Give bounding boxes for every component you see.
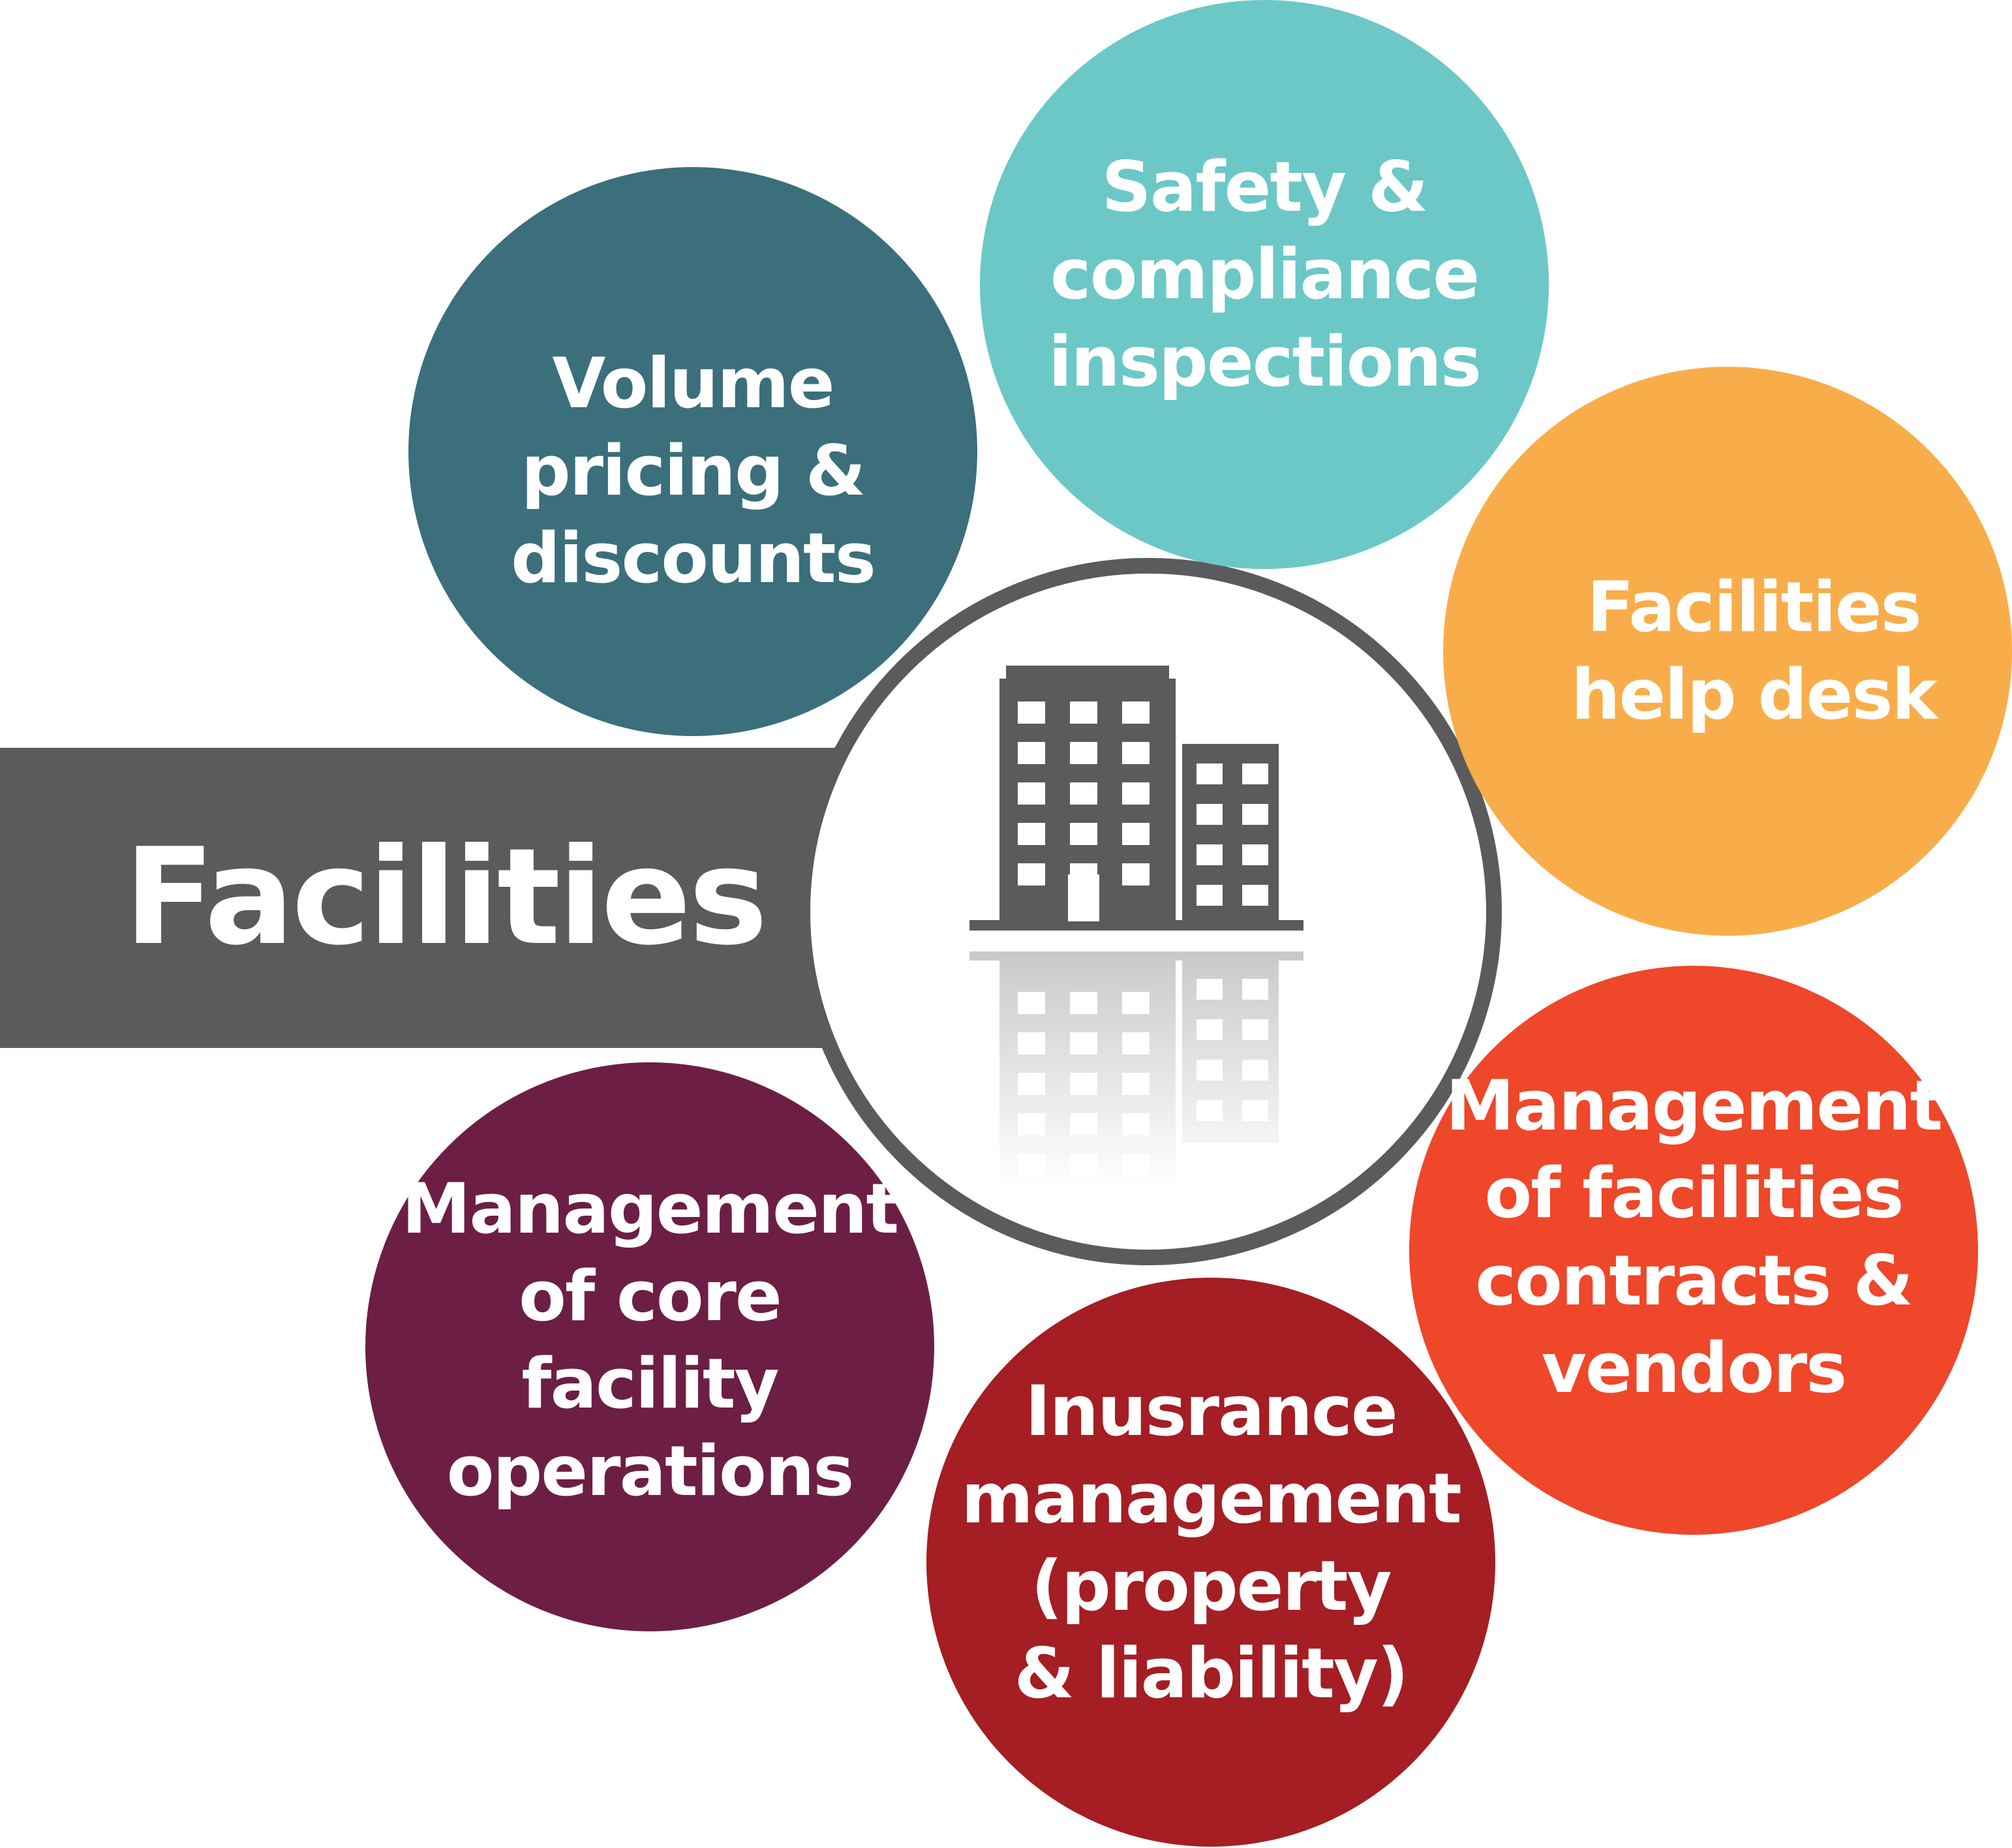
bubble-label: Safety & compliance inspections bbox=[1048, 147, 1482, 402]
bubble-insurance-management: Inusrance management (property & liabili… bbox=[926, 1278, 1495, 1847]
bubble-contracts-vendors: Management of facilities contracts & ven… bbox=[1409, 966, 1978, 1535]
bubble-safety-compliance: Safety & compliance inspections bbox=[980, 0, 1549, 569]
building-windows bbox=[1018, 701, 1268, 921]
bubble-label: Inusrance management (property & liabili… bbox=[961, 1371, 1461, 1714]
bubble-label: Facilities help desk bbox=[1571, 567, 1938, 735]
bubble-label: Management of facilities contracts & ven… bbox=[1445, 1066, 1943, 1408]
bubble-label: Management of core facility operations bbox=[401, 1169, 899, 1511]
bubble-core-operations: Management of core facility operations bbox=[365, 1062, 934, 1631]
bubble-volume-pricing: Volume pricing & discounts bbox=[408, 167, 977, 736]
title-bar bbox=[0, 748, 848, 1048]
reflection-fade bbox=[960, 946, 1313, 1188]
page-title: Facilities bbox=[124, 820, 768, 975]
office-building-icon bbox=[960, 666, 1313, 1188]
bubble-help-desk: Facilities help desk bbox=[1443, 367, 2012, 936]
bubble-label: Volume pricing & discounts bbox=[511, 343, 876, 598]
